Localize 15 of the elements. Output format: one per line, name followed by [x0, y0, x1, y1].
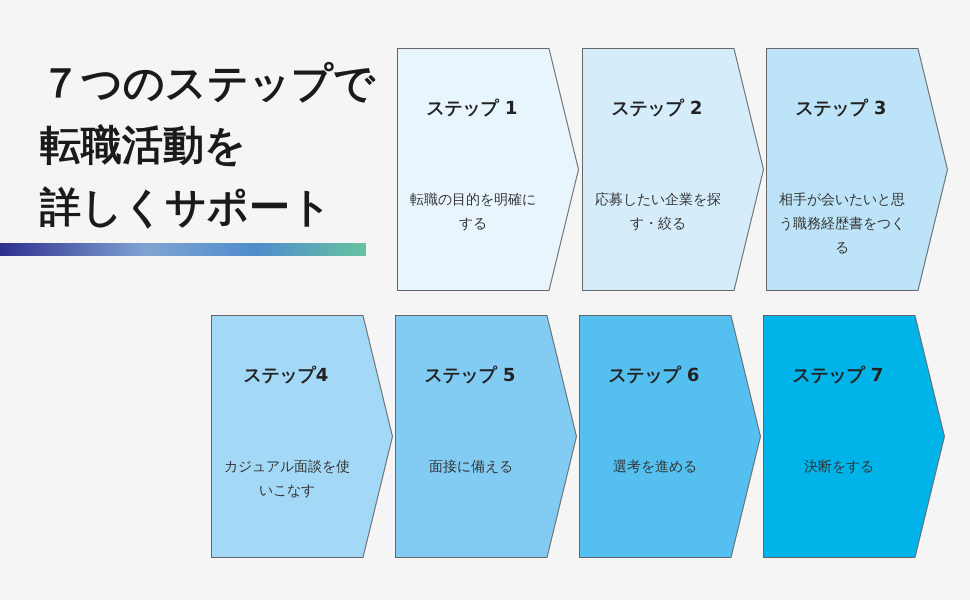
step-heading: ステップ 5	[424, 364, 516, 387]
step-heading: ステップ 2	[610, 97, 704, 120]
step-description: 転職の目的を明確にする	[409, 191, 537, 234]
step-heading: ステップ4	[242, 364, 330, 387]
step-description: 決断をする	[803, 458, 875, 477]
step-description: 相手が会いたいと思う職務経歴書をつくる	[778, 191, 906, 258]
heading: ７つのステップで転職活動を詳しくサポート	[40, 58, 375, 233]
step-description: 応募したい企業を探す・絞る	[594, 191, 722, 234]
step-heading: ステップ 1	[426, 97, 518, 120]
step-heading: ステップ 7	[792, 364, 884, 387]
step-description: 面接に備える	[428, 458, 514, 477]
step-heading: ステップ 3	[794, 97, 888, 120]
step-description: 選考を進める	[612, 458, 698, 477]
step-heading: ステップ 6	[608, 364, 700, 387]
step-description: カジュアル面談を使いこなす	[223, 458, 351, 501]
